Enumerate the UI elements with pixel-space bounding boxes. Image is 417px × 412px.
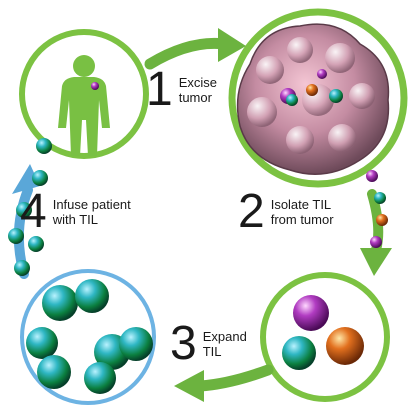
til-cell-icon (36, 138, 52, 154)
til-cell-icon (84, 362, 116, 394)
step-2-label: 2 Isolate TIL from tumor (238, 185, 334, 238)
step-4-text: Infuse patient with TIL (52, 197, 131, 227)
step-3-label: 3 Expand TIL (170, 317, 247, 370)
step-1-text: Excise tumor (178, 75, 217, 105)
til-cell-icon (366, 170, 378, 182)
arrow-icon (144, 28, 246, 70)
arrow-icon (8, 138, 52, 279)
til-cell-icon (119, 327, 153, 361)
isolated-til-node (260, 272, 390, 402)
til-cell-icon (37, 355, 71, 389)
step-2-text: Isolate TIL from tumor (270, 197, 334, 227)
til-cell-icon (14, 260, 30, 276)
til-cell-icon (42, 285, 78, 321)
til-cell-icon (16, 202, 32, 218)
til-cell-icon (370, 236, 382, 248)
tumor-mass-icon (236, 23, 390, 175)
til-cell-icon (32, 170, 48, 186)
til-cell-icon (28, 236, 44, 252)
step-4-label: 4 Infuse patient with TIL (20, 185, 131, 238)
step-2-number: 2 (238, 185, 265, 238)
til-cell-icon (26, 327, 58, 359)
isolated-til-ring (260, 272, 390, 402)
arrow-icon (360, 170, 392, 276)
patient-node (19, 29, 149, 159)
tumor-spot-icon (91, 82, 99, 90)
expanded-til-node (20, 269, 156, 405)
tumor-node (228, 8, 408, 188)
step-1-label: 1 Excise tumor (146, 63, 217, 116)
til-cell-icon (326, 327, 364, 365)
patient-silhouette-icon (58, 55, 110, 156)
til-cell-icon (8, 228, 24, 244)
step-1-number: 1 (146, 63, 173, 116)
til-cell-icon (75, 279, 109, 313)
til-cell-icon (376, 214, 388, 226)
til-cell-icon (282, 336, 316, 370)
til-cell-icon (293, 295, 329, 331)
til-cell-icon (374, 192, 386, 204)
arrow-icon (174, 364, 274, 402)
step-3-text: Expand TIL (202, 329, 247, 359)
step-3-number: 3 (170, 317, 197, 370)
step-4-number: 4 (20, 185, 47, 238)
